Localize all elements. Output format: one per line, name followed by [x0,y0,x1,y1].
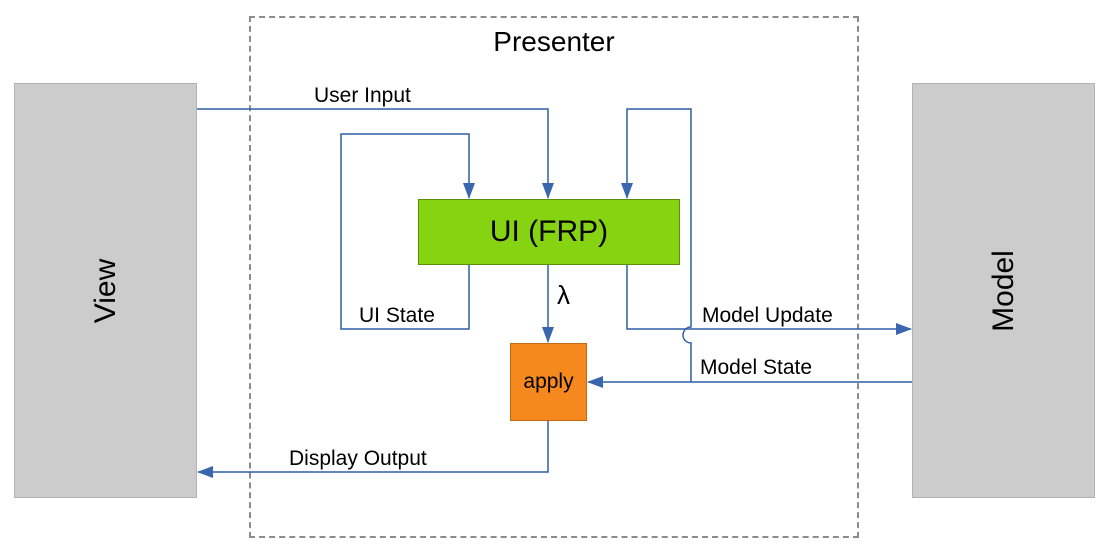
lambda-label: λ [557,280,570,310]
ui-state-connector [340,133,475,330]
presenter-boundary [249,16,859,538]
apply-box: apply [510,343,587,421]
model-state-label: Model State [700,356,813,379]
model-update-label: Model Update [702,304,833,327]
view-box: View [14,83,197,498]
ui-state-label: UI State [359,304,435,327]
ui-frp-box: UI (FRP) [418,199,680,265]
user-input-label: User Input [314,84,411,107]
display-output-connector [197,421,549,478]
model-box: Model [912,83,1095,498]
display-output-label: Display Output [289,447,427,470]
model-state-to-ui-connector [621,108,692,382]
model-update-connector [626,265,912,335]
user-input-connector [197,108,554,199]
presenter-title: Presenter [493,26,615,57]
